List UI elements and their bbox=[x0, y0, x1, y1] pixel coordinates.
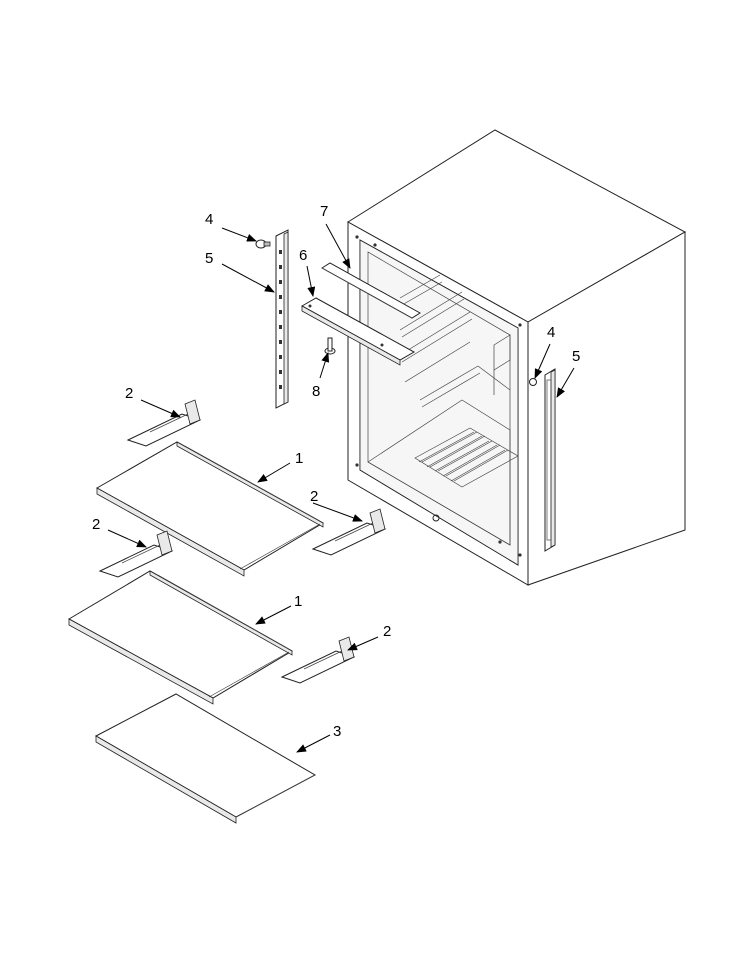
refrigerator-cabinet bbox=[347, 129, 687, 586]
callout-2-d: 2 bbox=[383, 623, 392, 640]
mounting-bolt bbox=[324, 337, 336, 355]
callout-7: 7 bbox=[320, 203, 329, 220]
callout-4-right: 4 bbox=[547, 324, 556, 341]
leader-5-left bbox=[221, 263, 275, 293]
crisper-cover bbox=[94, 693, 317, 824]
shelf-bracket-lower-left bbox=[98, 530, 174, 578]
callout-1-b: 1 bbox=[294, 593, 303, 610]
callout-2-a: 2 bbox=[125, 385, 134, 402]
leader-2-b bbox=[312, 502, 363, 522]
right-shelf-rail bbox=[544, 368, 556, 552]
leader-7 bbox=[325, 223, 351, 269]
callout-4-left: 4 bbox=[205, 211, 214, 228]
left-rail-screw bbox=[255, 239, 271, 249]
callout-2-b: 2 bbox=[310, 488, 319, 505]
leader-8 bbox=[319, 352, 330, 379]
leader-3 bbox=[296, 734, 331, 753]
leader-2-d bbox=[347, 636, 379, 651]
leader-2-a bbox=[140, 399, 181, 418]
callout-3: 3 bbox=[333, 723, 342, 740]
top-cover-strip bbox=[321, 262, 421, 319]
leader-4-right bbox=[534, 343, 551, 379]
callout-6: 6 bbox=[299, 247, 308, 264]
leader-1-a bbox=[257, 462, 291, 483]
leader-5-right bbox=[556, 367, 575, 398]
callout-5-right: 5 bbox=[572, 348, 581, 365]
leader-1-b bbox=[255, 605, 292, 625]
shelf-bracket-lower-right bbox=[280, 636, 356, 684]
callout-8: 8 bbox=[312, 383, 321, 400]
glass-shelf-upper bbox=[95, 441, 325, 577]
leader-6 bbox=[306, 265, 316, 297]
leader-4-left bbox=[221, 227, 257, 242]
callout-5-left: 5 bbox=[205, 250, 214, 267]
left-shelf-rail bbox=[275, 229, 289, 409]
callout-1-a: 1 bbox=[295, 450, 304, 467]
glass-shelf-lower bbox=[67, 570, 293, 705]
leader-2-c bbox=[107, 529, 147, 548]
leader-lines bbox=[107, 223, 575, 753]
shelf-bracket-upper-right bbox=[311, 508, 387, 556]
callout-2-c: 2 bbox=[92, 516, 101, 533]
mounting-bracket bbox=[300, 297, 416, 366]
shelf-bracket-upper-left bbox=[126, 399, 202, 447]
